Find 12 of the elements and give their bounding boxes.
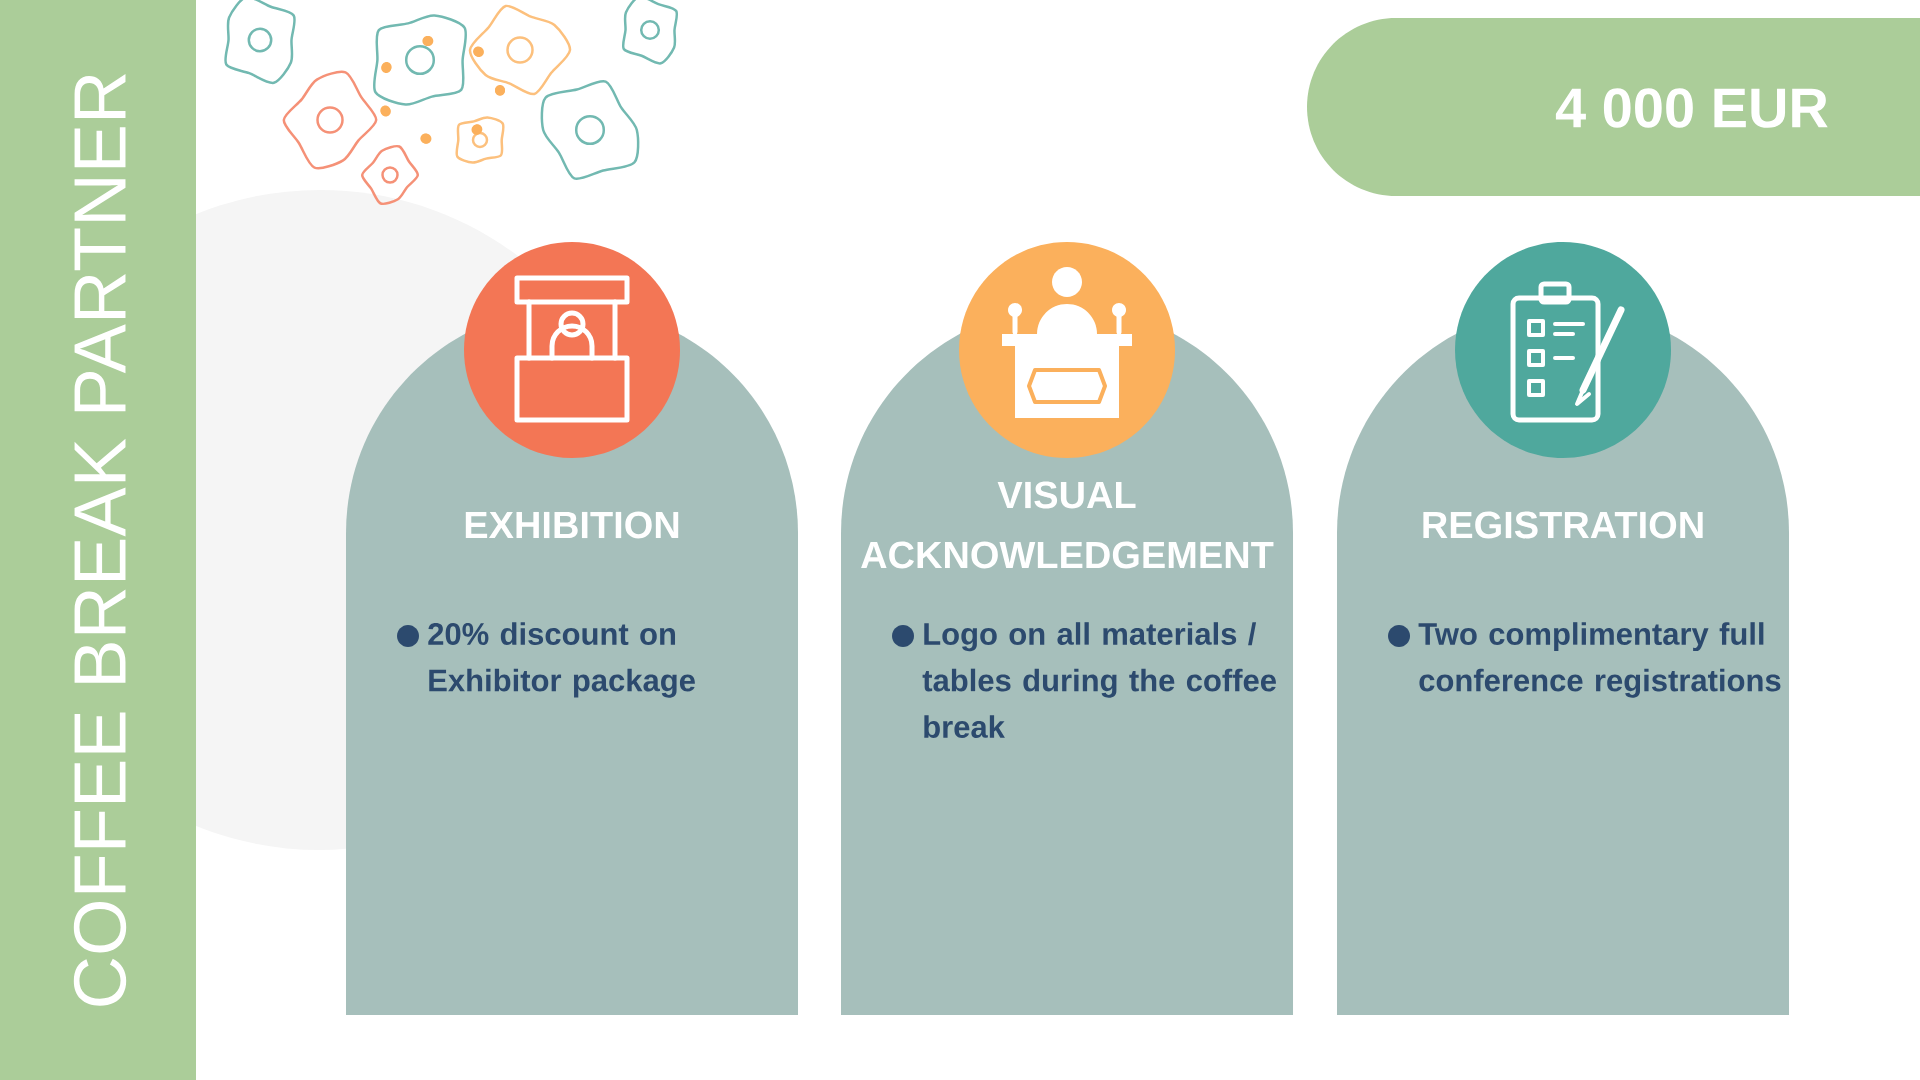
price-text: 4 000 EUR xyxy=(1555,88,1828,128)
card-title: EXHIBITION xyxy=(465,511,679,539)
card-title: REGISTRATION xyxy=(1423,511,1703,539)
bullet-text: Two complimentary full conference registrations xyxy=(1418,622,1781,698)
bullet-text: 20% discount on Exhibitor package xyxy=(428,622,695,698)
arch-card xyxy=(1337,242,1789,1015)
price-pill xyxy=(1307,18,1920,196)
vertical-title: COFFEE BREAK PARTNER xyxy=(73,73,127,1006)
card-title: VISUAL ACKNOWLEDGEMENT xyxy=(861,481,1274,569)
arch-card xyxy=(841,242,1293,1015)
arch-card xyxy=(346,242,798,1015)
bullet-text: Logo on all materials / tables during the coffee break xyxy=(922,622,1276,738)
